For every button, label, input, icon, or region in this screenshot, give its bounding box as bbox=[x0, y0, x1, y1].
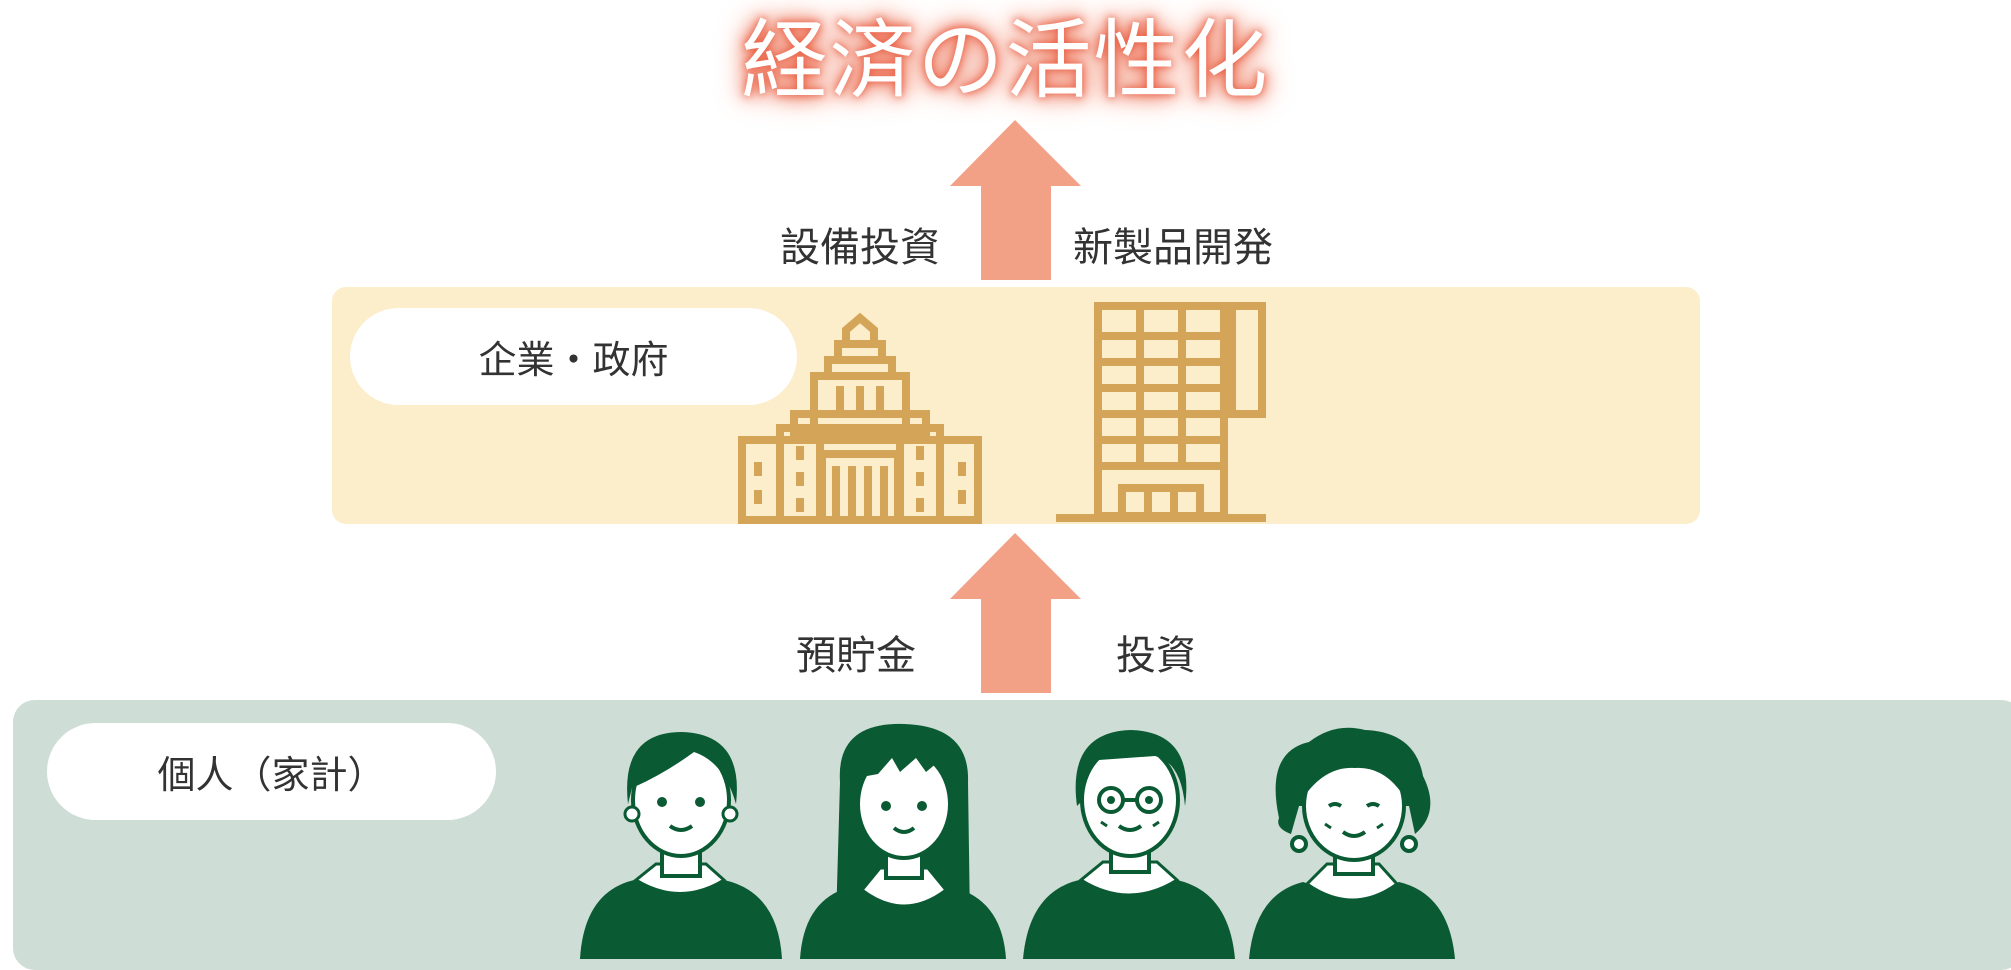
household-label: 個人（家計） bbox=[47, 723, 496, 820]
person-man-short-hair-icon bbox=[580, 732, 782, 959]
label-new-product-development: 新製品開発 bbox=[1073, 225, 1273, 271]
label-investment: 投資 bbox=[1116, 633, 1196, 679]
office-tower-icon bbox=[1056, 302, 1266, 522]
person-woman-long-hair-icon bbox=[800, 723, 1006, 959]
government-building-icon bbox=[738, 312, 982, 524]
label-savings: 預貯金 bbox=[796, 633, 916, 679]
arrow-up-top-icon bbox=[950, 120, 1081, 280]
corporate-government-label: 企業・政府 bbox=[350, 308, 797, 405]
title: 経済の活性化 bbox=[741, 11, 1270, 111]
person-man-glasses-icon bbox=[1023, 730, 1235, 959]
arrow-up-bottom-icon bbox=[950, 533, 1081, 693]
label-equipment-investment: 設備投資 bbox=[780, 225, 940, 271]
person-older-woman-earrings-icon bbox=[1249, 727, 1455, 959]
